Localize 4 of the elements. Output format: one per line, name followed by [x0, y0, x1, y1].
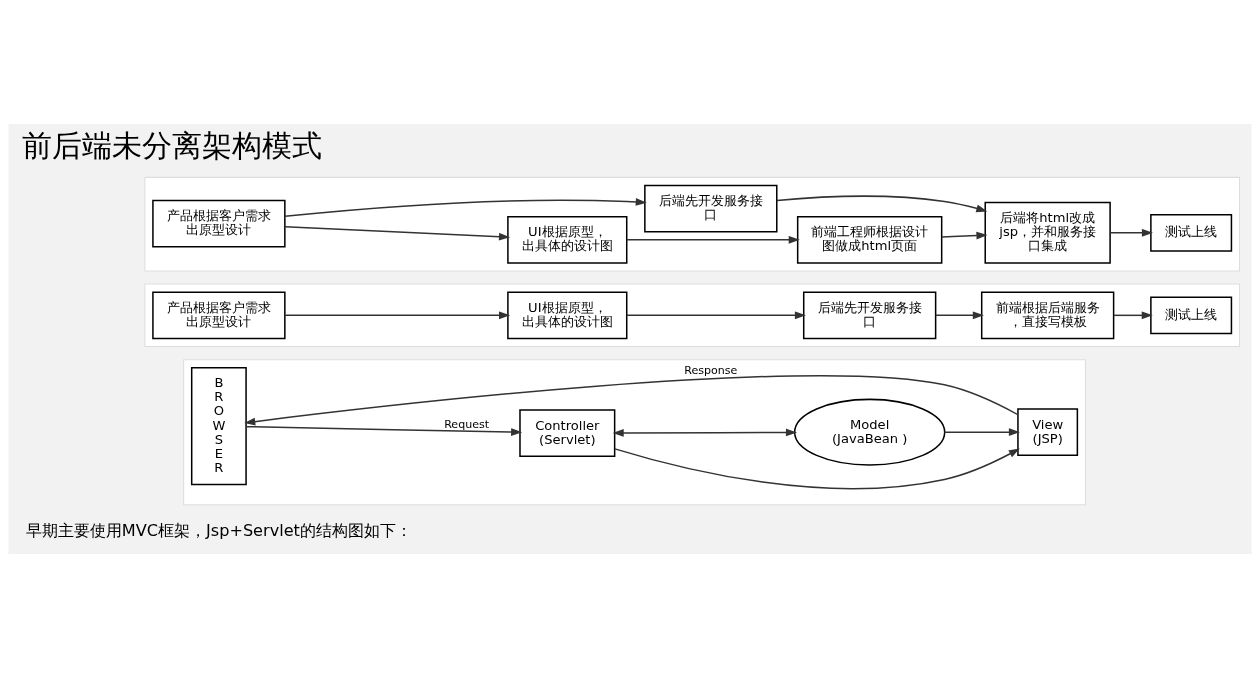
edge-label: Response: [684, 363, 738, 377]
edge-label: Request: [444, 417, 490, 431]
diagram-title: 前后端未分离架构模式: [22, 127, 323, 163]
label: 早期主要使用MVC框架，Jsp+Servlet的结构图如下：: [25, 520, 412, 540]
